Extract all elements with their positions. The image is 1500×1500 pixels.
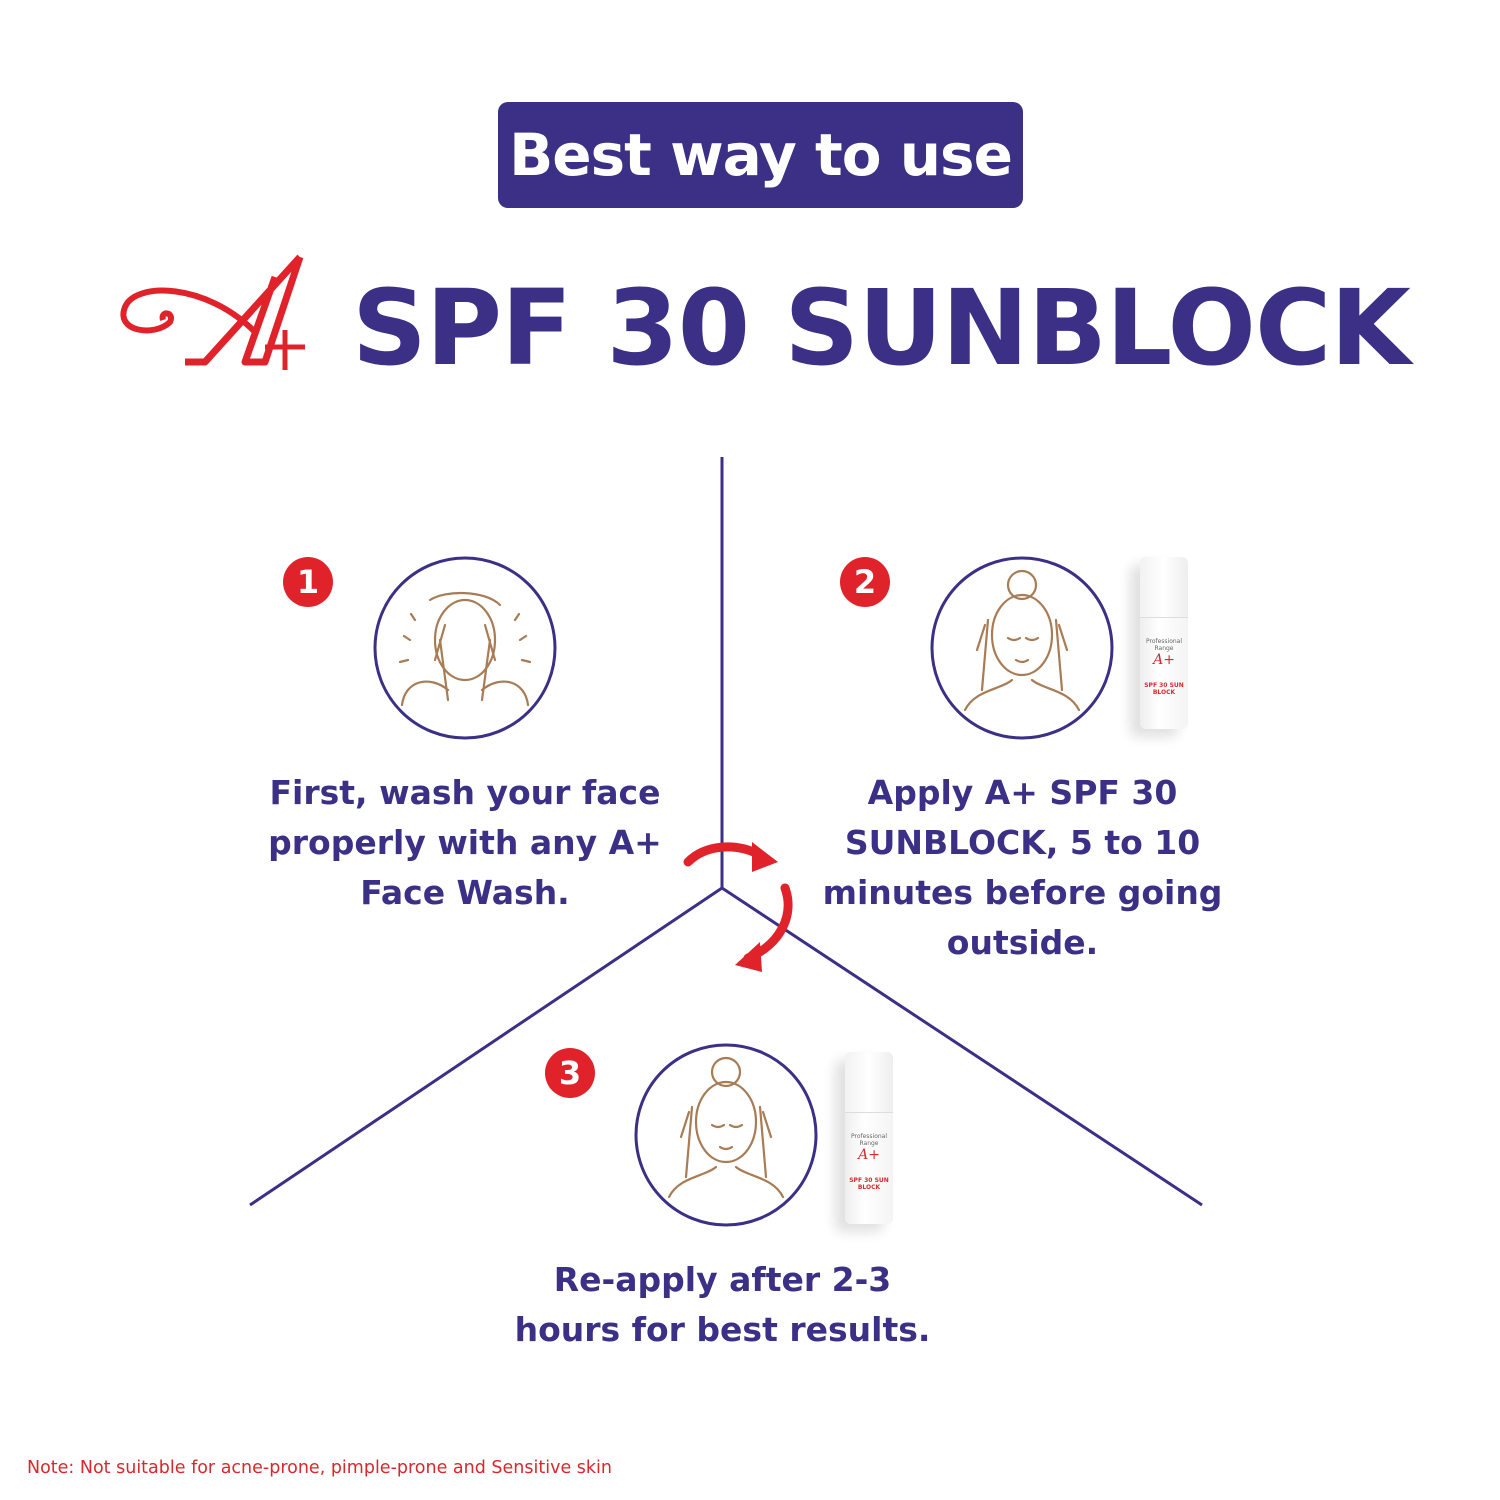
product-bottle-image: Professional Range A+ SPF 30 SUN BLOCK: [1140, 557, 1188, 729]
product-name: SPF 30 SUN BLOCK: [849, 1177, 889, 1191]
product-logo: A+: [858, 1147, 880, 1163]
product-range: Professional Range: [1145, 638, 1183, 652]
face-wash-icon: [398, 591, 532, 707]
step-1-text: First, wash your face properly with any …: [268, 773, 662, 912]
title-banner: Best way to use: [498, 102, 1023, 208]
apply-cream-face-icon: [667, 1056, 785, 1199]
product-name: SPF 30 SUN BLOCK: [1144, 682, 1184, 696]
step-1-badge: 1: [283, 557, 333, 607]
arrow-1-to-2-icon: [683, 842, 765, 867]
apply-cream-face-icon: [963, 569, 1081, 712]
divider-right: [721, 886, 1203, 1207]
brand-logo: [120, 254, 305, 370]
step-2-circle: [930, 556, 1114, 740]
product-bottle-image: Professional Range A+ SPF 30 SUN BLOCK: [845, 1052, 893, 1224]
product-title: SPF 30 SUNBLOCK: [352, 267, 1411, 389]
step-3-circle: [634, 1043, 818, 1227]
disclaimer-note: Note: Not suitable for acne-prone, pimpl…: [27, 1458, 612, 1478]
product-logo: A+: [1153, 652, 1175, 668]
step-3-badge: 3: [545, 1048, 595, 1098]
step-2-text: Apply A+ SPF 30 SUNBLOCK, 5 to 10 minute…: [822, 773, 1223, 962]
arrow-2-to-3-icon: [743, 883, 793, 963]
step-1-circle: [373, 556, 557, 740]
product-range: Professional Range: [850, 1133, 888, 1147]
divider-left: [249, 886, 723, 1207]
step-3-text: Re-apply after 2-3 hours for best result…: [514, 1260, 931, 1349]
step-2-badge: 2: [840, 557, 890, 607]
